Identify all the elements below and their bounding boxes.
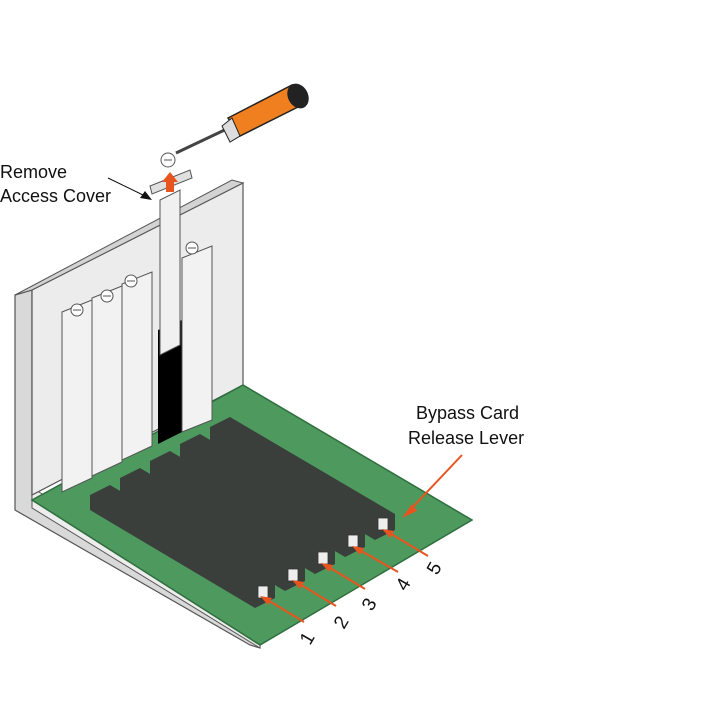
remove-access-cover-label-line1: Remove: [0, 162, 67, 182]
pci-slots: [90, 417, 395, 608]
slot-brackets: [61, 241, 213, 493]
slot-number-4: 4: [392, 574, 416, 594]
slot-bracket-2: [91, 285, 123, 477]
screwdriver-icon: [175, 83, 309, 155]
bypass-release-label-line1: Bypass Card: [416, 403, 519, 423]
slot-bracket-3: [121, 271, 153, 461]
access-cover: [149, 152, 193, 356]
slot-bracket-5: [181, 241, 213, 433]
slot-number-3: 3: [358, 595, 381, 615]
slot-number-2: 2: [330, 613, 353, 633]
slot-number-1: 1: [296, 629, 319, 649]
up-arrow-icon: [162, 172, 178, 192]
remove-access-cover-callout: Remove Access Cover: [0, 162, 152, 206]
bypass-release-lever-callout: Bypass Card Release Lever: [402, 403, 524, 518]
slot-number-5: 5: [423, 559, 446, 579]
bypass-release-label-line2: Release Lever: [408, 428, 524, 448]
remove-access-cover-label-line2: Access Cover: [0, 186, 111, 206]
slot-bracket-1: [61, 299, 93, 493]
